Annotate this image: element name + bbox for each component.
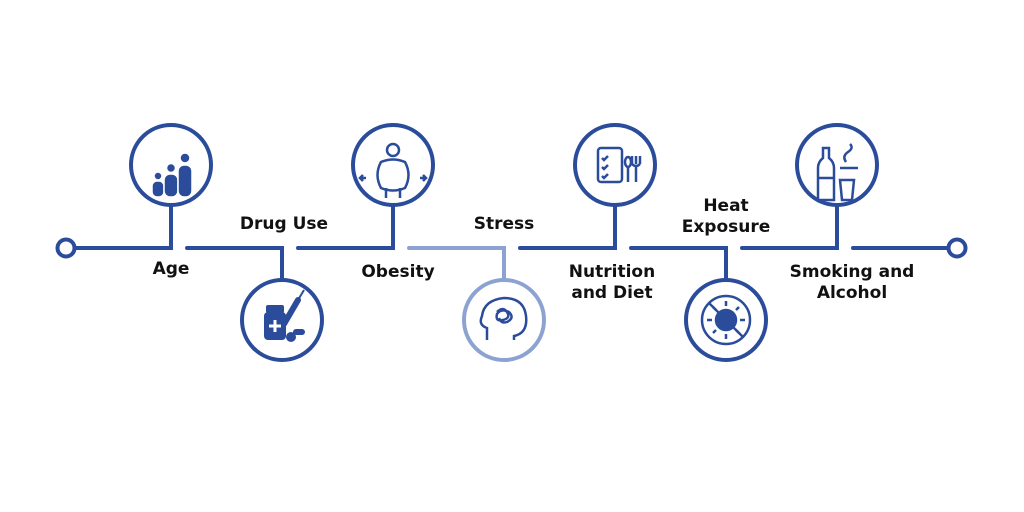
sun-prohibited-icon <box>700 294 752 346</box>
factor-label-heat-exposure-line-2: Exposure <box>681 217 771 237</box>
factor-label-drug-use-line-1: Drug Use <box>239 214 329 234</box>
factor-label-smoking-alcohol-line-1: Smoking and <box>789 262 915 282</box>
factor-label-smoking-alcohol-line-2: Alcohol <box>816 283 888 303</box>
timeline-start-node <box>55 237 77 259</box>
timeline-lines <box>73 205 950 290</box>
factor-label-age-line-1: Age <box>152 259 190 279</box>
timeline-end-node <box>946 237 968 259</box>
factor-label-stress-line-1: Stress <box>473 214 535 234</box>
smoking-alcohol-circle <box>795 123 879 207</box>
people-age-icon <box>151 152 193 198</box>
timeline-segment-stress-nutrition <box>518 205 617 250</box>
factor-circles <box>129 123 879 362</box>
timeline-segment-drug-obesity <box>296 205 395 250</box>
timeline-segment-age-drug <box>185 246 284 290</box>
factor-label-smoking-alcohol: Smoking and Alcohol <box>770 262 934 304</box>
obese-person-icon <box>358 142 428 198</box>
bottle-cigarette-icon <box>816 143 858 202</box>
obesity-circle <box>351 123 435 207</box>
timeline-segment-obesity-stress <box>407 246 506 290</box>
factor-label-nutrition-line-1: Nutrition <box>568 262 656 282</box>
timeline-segment-nutrition-heat <box>629 246 728 290</box>
medicine-syringe-icon <box>264 289 305 342</box>
factor-label-age: Age <box>129 259 213 280</box>
timeline-segment-start <box>73 205 173 250</box>
factor-label-stress: Stress <box>454 214 554 235</box>
factor-label-heat-exposure-line-1: Heat <box>703 196 749 216</box>
nutrition-circle <box>573 123 657 207</box>
factor-label-drug-use: Drug Use <box>232 214 336 235</box>
timeline-segment-heat-smoking <box>740 205 839 250</box>
stressed-head-icon <box>479 296 528 340</box>
factor-label-heat-exposure: Heat Exposure <box>664 196 788 238</box>
factor-label-obesity: Obesity <box>346 262 450 283</box>
checklist-cutlery-icon <box>596 146 642 184</box>
factor-label-nutrition: Nutrition and Diet <box>548 262 676 304</box>
factor-label-obesity-line-1: Obesity <box>361 262 435 282</box>
factor-label-nutrition-line-2: and Diet <box>571 283 653 303</box>
